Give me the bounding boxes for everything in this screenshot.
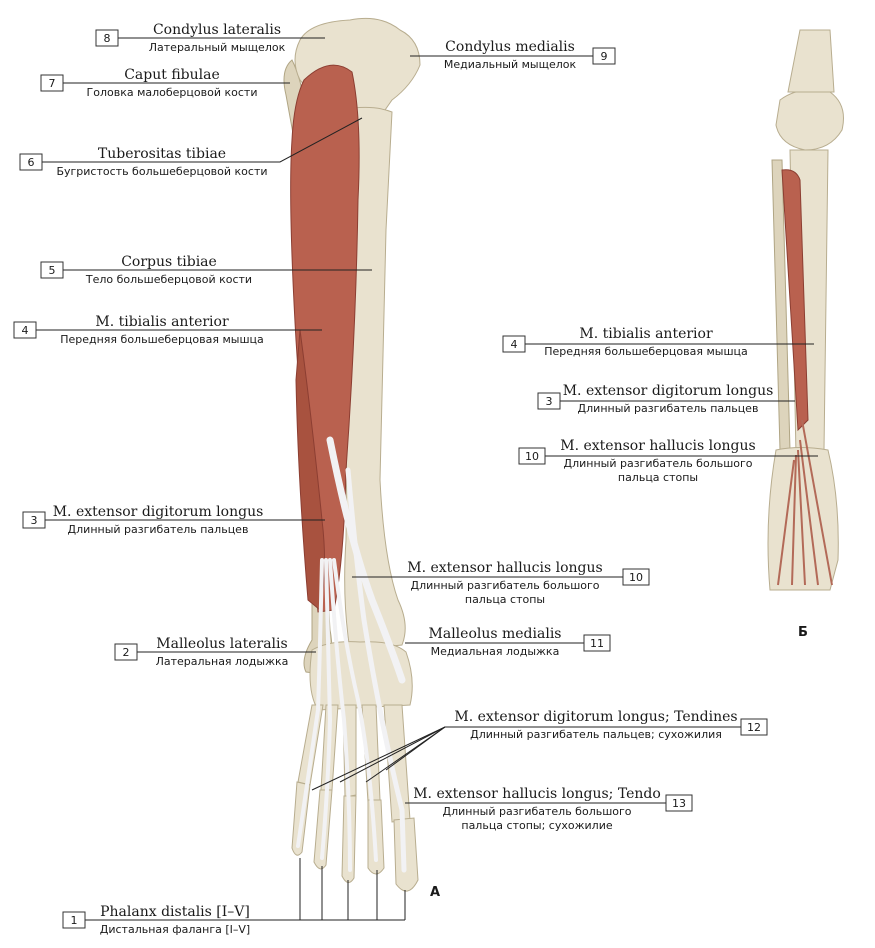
label-5-box: 5 — [40, 261, 64, 279]
label-7-number: 7 — [49, 77, 56, 90]
leader-lines — [36, 37, 818, 921]
leg-illustration-b — [767, 29, 844, 591]
label-10-ru: Длинный разгибатель большого — [410, 579, 599, 592]
label-b4-box: 4 — [502, 335, 526, 353]
digitorum-tendon-2 — [332, 558, 378, 862]
label-texts: Condylus lateralis Латеральный мыщелок C… — [53, 22, 774, 936]
label-8-ru: Латеральный мыщелок — [149, 41, 286, 54]
label-1-box: 1 — [62, 911, 86, 929]
leader-12b — [339, 726, 446, 783]
panel-letter-b: Б — [798, 625, 808, 640]
foot-b — [767, 447, 839, 591]
label-4-number: 4 — [22, 324, 29, 337]
label-11-latin: Malleolus medialis — [429, 626, 562, 642]
metatarsal-1 — [383, 704, 411, 823]
label-5-number: 5 — [49, 264, 56, 277]
label-13-number: 13 — [672, 797, 686, 810]
label-2-box: 2 — [114, 643, 138, 661]
label-3-box: 3 — [22, 511, 46, 529]
label-b10-latin: M. extensor hallucis longus — [560, 438, 755, 454]
label-6-number: 6 — [28, 156, 35, 169]
label-1-number: 1 — [71, 914, 78, 927]
label-7-latin: Caput fibulae — [124, 67, 220, 83]
label-2-ru: Латеральная лодыжка — [156, 655, 289, 668]
label-9-box: 9 — [592, 47, 616, 65]
leader-12a — [311, 726, 446, 791]
label-2-number: 2 — [123, 646, 130, 659]
label-11-ru: Медиальная лодыжка — [431, 645, 560, 658]
label-9-ru: Медиальный мыщелок — [444, 58, 577, 71]
label-10-ru-line2: пальца стопы — [465, 593, 545, 606]
label-b3-latin: M. extensor digitorum longus — [563, 383, 774, 399]
label-10-number: 10 — [629, 571, 643, 584]
hallucis-tendon — [345, 467, 407, 873]
label-2-latin: Malleolus lateralis — [156, 636, 287, 652]
knee-b — [775, 89, 844, 151]
label-b3-box: 3 — [537, 392, 561, 410]
digitorum-tendon-4 — [320, 558, 333, 860]
label-3-latin: M. extensor digitorum longus — [53, 504, 264, 520]
label-b4-ru: Передняя большеберцовая мышца — [544, 345, 748, 358]
label-b4-number: 4 — [511, 338, 518, 351]
leg-illustration-a — [283, 17, 421, 892]
label-1-ru: Дистальная фаланга [I–V] — [100, 923, 250, 936]
label-6-latin: Tuberositas tibiae — [98, 146, 226, 162]
label-12-ru: Длинный разгибатель пальцев; сухожилия — [470, 728, 722, 741]
label-12-box: 12 — [740, 718, 768, 736]
label-10-box: 10 — [622, 568, 650, 586]
label-11-number: 11 — [590, 637, 604, 650]
label-5-latin: Corpus tibiae — [121, 254, 217, 270]
label-8-number: 8 — [104, 32, 111, 45]
leader-6 — [42, 117, 363, 163]
label-3-number: 3 — [31, 514, 38, 527]
label-13-latin: M. extensor hallucis longus; Tendo — [413, 786, 661, 802]
label-7-box: 7 — [40, 74, 64, 92]
femur-b — [787, 29, 835, 93]
label-11-box: 11 — [583, 634, 611, 652]
tibialis-tendon — [326, 436, 406, 684]
label-6-ru: Бугристость большеберцовой кости — [56, 165, 267, 178]
label-5-ru: Тело большеберцовой кости — [85, 273, 252, 286]
label-4-box: 4 — [13, 321, 37, 339]
digitorum-tendon-5 — [296, 558, 324, 848]
label-4-ru: Передняя большеберцовая мышца — [60, 333, 264, 346]
phalanges-1 — [393, 817, 419, 892]
label-9-latin: Condylus medialis — [445, 39, 575, 55]
label-12-latin: M. extensor digitorum longus; Tendines — [454, 709, 737, 725]
label-8-latin: Condylus lateralis — [153, 22, 281, 38]
label-10-latin: M. extensor hallucis longus — [407, 560, 602, 576]
label-8-box: 8 — [95, 29, 119, 47]
extensor-digitorum-muscle — [295, 329, 326, 611]
label-12-number: 12 — [747, 721, 761, 734]
number-boxes: 8 7 6 5 4 3 2 1 9 10 11 12 13 4 3 10 — [13, 29, 768, 929]
muscle-b — [781, 169, 809, 432]
label-9-number: 9 — [601, 50, 608, 63]
label-b10-ru: Длинный разгибатель большого — [563, 457, 752, 470]
label-b10-number: 10 — [525, 450, 539, 463]
label-b10-ru-line2: пальца стопы — [618, 471, 698, 484]
label-13-box: 13 — [665, 794, 693, 812]
label-1-latin: Phalanx distalis [I–V] — [100, 904, 250, 920]
label-b3-number: 3 — [546, 395, 553, 408]
digitorum-tendon-3 — [328, 558, 352, 872]
label-6-box: 6 — [19, 153, 43, 171]
leader-12d — [385, 726, 446, 771]
label-b3-ru: Длинный разгибатель пальцев — [578, 402, 759, 415]
label-b10-box: 10 — [518, 447, 546, 465]
panel-letter-a: А — [430, 885, 440, 900]
label-3-ru: Длинный разгибатель пальцев — [68, 523, 249, 536]
label-b4-latin: M. tibialis anterior — [579, 326, 713, 342]
label-7-ru: Головка малоберцовой кости — [87, 86, 258, 99]
label-13-ru-line2: пальца стопы; сухожилие — [461, 819, 612, 832]
label-4-latin: M. tibialis anterior — [95, 314, 229, 330]
tendons-b — [777, 419, 833, 586]
label-13-ru: Длинный разгибатель большого — [442, 805, 631, 818]
